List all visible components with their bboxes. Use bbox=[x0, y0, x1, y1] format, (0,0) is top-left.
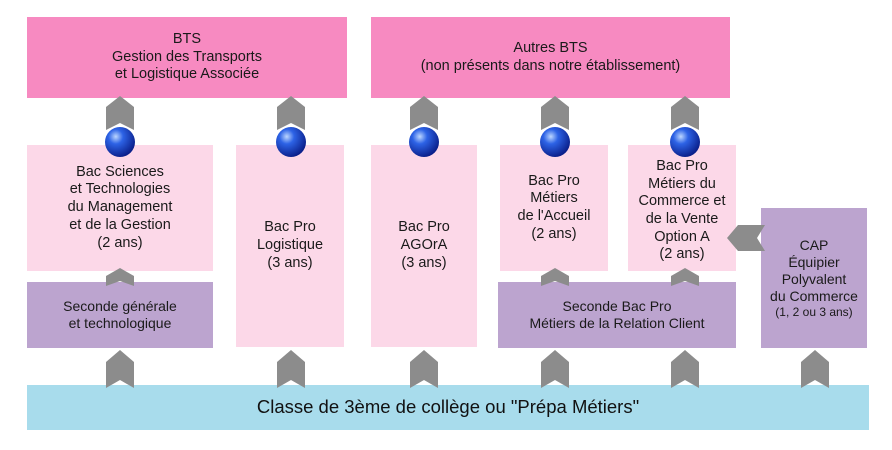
arrow-up-icon bbox=[410, 96, 438, 130]
bac-stmg-line-1: Bac Sciences bbox=[76, 163, 164, 180]
bac-commerce-box: Bac Pro Métiers du Commerce et de la Ven… bbox=[628, 145, 736, 271]
cap-line-1: CAP bbox=[799, 236, 829, 253]
bac-stmg-line-3: du Management bbox=[67, 199, 173, 216]
bts-autres-line-1: Autres BTS bbox=[513, 39, 588, 56]
blue-ball-icon bbox=[409, 127, 439, 157]
cap-box: CAP Équipier Polyvalent du Commerce (1, … bbox=[761, 208, 867, 348]
bac-logistique-box: Bac Pro Logistique (3 ans) bbox=[236, 145, 344, 347]
bac-commerce-line-2: Métiers du bbox=[648, 175, 716, 192]
arrow-left-icon bbox=[727, 225, 765, 251]
bts-transport-box: BTS Gestion des Transports et Logistique… bbox=[27, 17, 347, 98]
bac-commerce-line-4: de la Vente bbox=[645, 211, 719, 227]
arrow-up-icon bbox=[541, 96, 569, 130]
cap-line-2: Équipier bbox=[788, 253, 840, 270]
arrow-up-icon bbox=[541, 268, 569, 286]
arrow-up-icon bbox=[541, 350, 569, 388]
bac-stmg-line-5: (2 ans) bbox=[97, 234, 143, 251]
cap-line-3: Polyvalent bbox=[781, 270, 847, 287]
bac-logistique-line-3: (3 ans) bbox=[267, 254, 313, 271]
bac-accueil-line-1: Bac Pro bbox=[528, 172, 580, 189]
blue-ball-icon bbox=[105, 127, 135, 157]
arrow-up-icon bbox=[277, 96, 305, 130]
bts-transport-line-1: BTS bbox=[172, 30, 202, 47]
college-label: Classe de 3ème de collège ou "Prépa Méti… bbox=[256, 396, 640, 418]
arrow-up-icon bbox=[671, 268, 699, 286]
bac-logistique-line-2: Logistique bbox=[256, 237, 324, 254]
college-bar: Classe de 3ème de collège ou "Prépa Méti… bbox=[27, 385, 869, 430]
bac-commerce-line-3: Commerce et bbox=[638, 193, 726, 210]
arrow-up-icon bbox=[801, 350, 829, 388]
bts-autres-box: Autres BTS (non présents dans notre étab… bbox=[371, 17, 730, 98]
blue-ball-icon bbox=[540, 127, 570, 157]
bac-stmg-box: Bac Sciences et Technologies du Manageme… bbox=[27, 145, 213, 271]
bac-accueil-box: Bac Pro Métiers de l'Accueil (2 ans) bbox=[500, 145, 608, 271]
bac-stmg-line-4: et de la Gestion bbox=[69, 216, 171, 233]
arrow-up-icon bbox=[671, 96, 699, 130]
seconde-pro-box: Seconde Bac Pro Métiers de la Relation C… bbox=[498, 282, 736, 348]
bac-accueil-line-3: de l'Accueil bbox=[517, 208, 591, 224]
seconde-gt-box: Seconde générale et technologique bbox=[27, 282, 213, 348]
bac-commerce-line-6: (2 ans) bbox=[659, 246, 705, 263]
seconde-gt-line-2: et technologique bbox=[68, 315, 172, 331]
bac-commerce-line-1: Bac Pro bbox=[656, 157, 708, 174]
arrow-up-icon bbox=[106, 350, 134, 388]
blue-ball-icon bbox=[276, 127, 306, 157]
bac-accueil-line-2: Métiers bbox=[530, 190, 578, 207]
seconde-pro-line-1: Seconde Bac Pro bbox=[562, 297, 672, 314]
arrow-up-icon bbox=[277, 350, 305, 388]
bac-agora-box: Bac Pro AGOrA (3 ans) bbox=[371, 145, 477, 347]
bac-accueil-line-4: (2 ans) bbox=[531, 225, 577, 242]
blue-ball-icon bbox=[670, 127, 700, 157]
bts-transport-line-3: et Logistique Associée bbox=[114, 66, 260, 83]
bac-commerce-line-5: Option A bbox=[654, 228, 710, 245]
seconde-gt-line-1: Seconde générale bbox=[63, 297, 177, 314]
bac-logistique-line-1: Bac Pro bbox=[264, 219, 316, 236]
cap-line-4: du Commerce bbox=[770, 287, 858, 304]
bac-stmg-line-2: et Technologies bbox=[69, 181, 171, 198]
arrow-up-icon bbox=[671, 350, 699, 388]
bts-autres-line-2: (non présents dans notre établissement) bbox=[420, 57, 681, 74]
arrow-up-icon bbox=[410, 350, 438, 388]
cap-duration-note: (1, 2 ou 3 ans) bbox=[775, 304, 853, 319]
seconde-pro-line-2: Métiers de la Relation Client bbox=[529, 315, 705, 331]
bac-agora-line-3: (3 ans) bbox=[401, 254, 447, 271]
bac-agora-line-2: AGOrA bbox=[400, 237, 448, 254]
arrow-up-icon bbox=[106, 268, 134, 286]
arrow-up-icon bbox=[106, 96, 134, 130]
bts-transport-line-2: Gestion des Transports bbox=[112, 48, 262, 65]
bac-agora-line-1: Bac Pro bbox=[398, 219, 450, 236]
